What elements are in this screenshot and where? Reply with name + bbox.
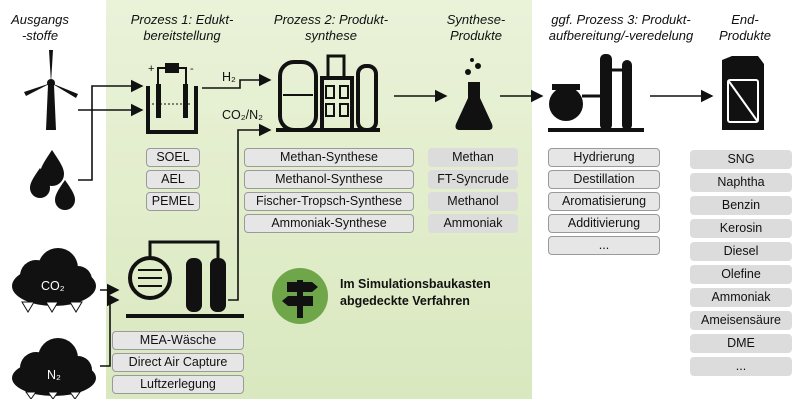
svg-text:+: +: [148, 63, 154, 75]
end-product-kerosin: Kerosin: [690, 219, 792, 238]
header-syntheseprodukte: Synthese-Produkte: [446, 12, 506, 43]
wind-turbine-icon: [24, 50, 78, 130]
capture-luftzerlegung: Luftzerlegung: [112, 375, 244, 394]
upgrading-additivierung: Additivierung: [548, 214, 660, 233]
header-prozess3: ggf. Prozess 3: Produkt-aufbereitung/-ve…: [548, 12, 694, 43]
electrolyzer-icon: + -: [146, 63, 198, 134]
synthesis-product-methanol: Methanol: [428, 192, 518, 211]
end-product-benzin: Benzin: [690, 196, 792, 215]
header-endprodukte: End-Produkte: [718, 12, 772, 43]
jerrycan-icon: [722, 56, 764, 130]
signpost-icon: [272, 268, 328, 324]
svg-text:-: -: [190, 63, 194, 75]
electrolysis-ael: AEL: [146, 170, 200, 189]
header-ausgangsstoffe: Ausgangs -stoffe: [11, 12, 69, 43]
water-drops-icon: [30, 150, 75, 210]
end-product-olefine: Olefine: [690, 265, 792, 284]
capture-dac: Direct Air Capture: [112, 353, 244, 372]
capture-mea: MEA-Wäsche: [112, 331, 244, 350]
synthesis-product-ammoniak: Ammoniak: [428, 214, 518, 233]
synthesis-plant-icon: [276, 54, 380, 132]
upgrading-more: ...: [548, 236, 660, 255]
h2-label: H₂: [222, 70, 236, 84]
simulation-legend-text: Im Simulationsbaukasten abgedeckte Verfa…: [340, 277, 491, 308]
upgrading-plant-icon: [548, 54, 644, 132]
end-product-naphtha: Naphtha: [690, 173, 792, 192]
flask-icon: [455, 58, 493, 130]
upgrading-aromatisierung: Aromatisierung: [548, 192, 660, 211]
n2-cloud-label: N₂: [47, 368, 61, 382]
end-product-ammoniak: Ammoniak: [690, 288, 792, 307]
upgrading-destillation: Destillation: [548, 170, 660, 189]
synthesis-methanol: Methanol-Synthese: [244, 170, 414, 189]
n2-cloud-icon: [12, 338, 96, 399]
co2-cloud-label: CO₂: [41, 279, 65, 293]
synthesis-fischer-tropsch: Fischer-Tropsch-Synthese: [244, 192, 414, 211]
synthesis-product-ft-syncrude: FT-Syncrude: [428, 170, 518, 189]
header-prozess1: Prozess 1: Edukt-bereitstellung: [130, 12, 234, 43]
co2-cloud-icon: [12, 248, 96, 313]
synthesis-methan: Methan-Synthese: [244, 148, 414, 167]
synthesis-ammoniak: Ammoniak-Synthese: [244, 214, 414, 233]
end-product-ameisensaeure: Ameisensäure: [690, 311, 792, 330]
end-product-sng: SNG: [690, 150, 792, 169]
co2n2-label: CO₂/N₂: [222, 108, 263, 122]
electrolysis-pemel: PEMEL: [146, 192, 200, 211]
co2-capture-unit-icon: [126, 240, 244, 318]
header-prozess2: Prozess 2: Produkt-synthese: [273, 12, 389, 43]
end-product-dme: DME: [690, 334, 792, 353]
end-product-diesel: Diesel: [690, 242, 792, 261]
end-product-more: ...: [690, 357, 792, 376]
synthesis-product-methan: Methan: [428, 148, 518, 167]
upgrading-hydrierung: Hydrierung: [548, 148, 660, 167]
electrolysis-soel: SOEL: [146, 148, 200, 167]
